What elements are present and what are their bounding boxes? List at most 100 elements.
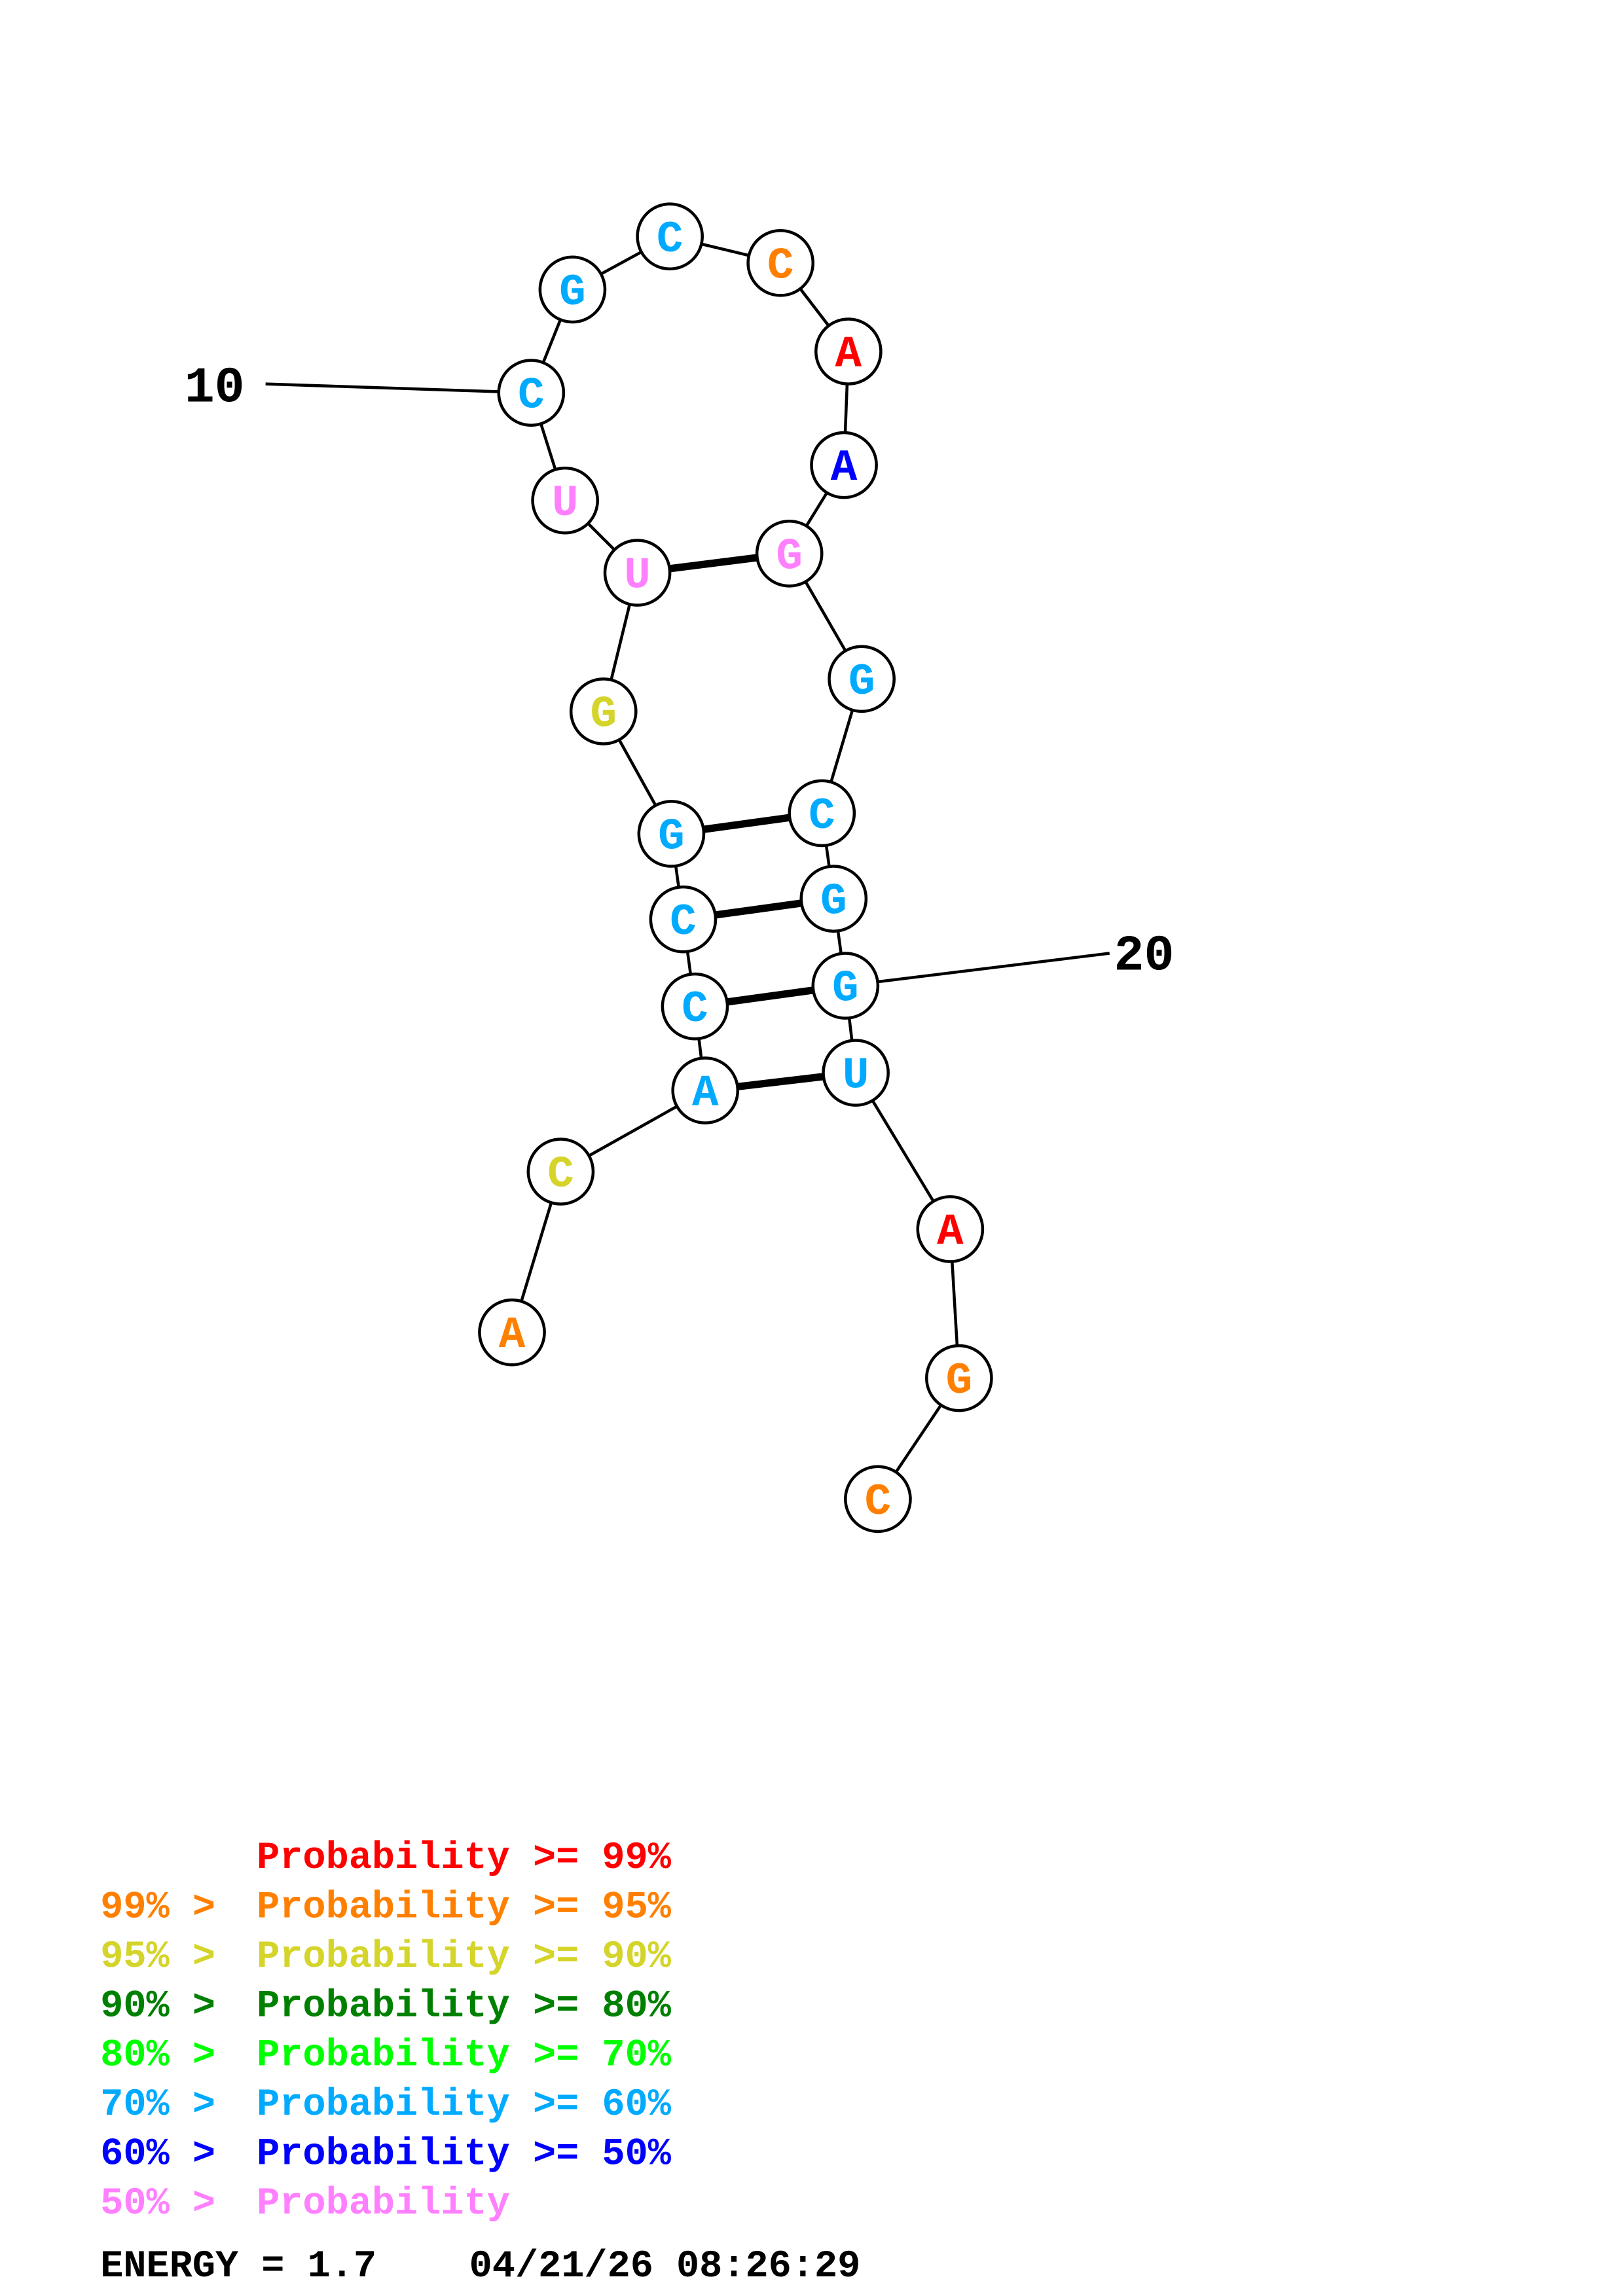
nucleotide: U (822, 1039, 890, 1107)
nucleotide: C (661, 972, 729, 1041)
legend-text: Probability >= 95% (257, 1885, 672, 1929)
legend-text: Probability >= 99% (257, 1836, 672, 1880)
backbone (510, 235, 961, 1500)
nucleotide: A (810, 431, 878, 499)
nucleotide-circle (755, 519, 824, 588)
nucleotide: U (603, 539, 672, 607)
probability-legend: Probability >= 99% 99% > Probability >= 9… (100, 1836, 671, 2225)
nucleotide-circle (531, 466, 599, 535)
nucleotide-circle (828, 645, 896, 713)
nucleotide-base: G (776, 532, 803, 582)
nucleotide-circle (497, 359, 566, 427)
nucleotide-base: A (831, 444, 858, 493)
nucleotide-base: C (518, 372, 545, 422)
nucleotide-base: C (670, 898, 697, 948)
nucleotide-circle (478, 1298, 546, 1367)
legend-prefix: 90% > (100, 1984, 238, 2028)
nucleotide-base: U (552, 479, 579, 529)
nucleotide-base: G (848, 658, 875, 708)
nucleotide: A (478, 1298, 546, 1367)
nucleotide-circle (822, 1039, 890, 1107)
nucleotide-circle (811, 952, 880, 1020)
nucleotide: G (811, 952, 880, 1020)
nucleotide: A (916, 1195, 985, 1263)
legend-prefix: 99% > (100, 1885, 238, 1929)
legend-prefix (100, 1836, 192, 1880)
energy-label: ENERGY = 1.7 (100, 2244, 376, 2288)
nucleotide: G (637, 800, 706, 868)
nucleotide: G (925, 1344, 993, 1412)
legend-row: 60% > Probability >= 50% (100, 2132, 671, 2176)
legend-prefix: 50% > (100, 2181, 238, 2225)
nucleotide-base: C (865, 1478, 892, 1528)
legend-prefix: 80% > (100, 2034, 238, 2077)
nucleotide-base: C (682, 985, 708, 1035)
legend-prefix: 95% > (100, 1935, 238, 1979)
legend-row: 95% > Probability >= 90% (100, 1935, 671, 1979)
nucleotide-circle (746, 228, 815, 297)
legend-text: Probability >= 70% (257, 2034, 672, 2077)
nucleotide-circle (925, 1344, 993, 1412)
nucleotide-base: A (937, 1208, 964, 1257)
nucleotide: C (636, 202, 704, 271)
position-label-line (845, 952, 1110, 988)
timestamp-label: 04/21/26 08:26:29 (469, 2244, 861, 2288)
legend-row: 50% > Probability (100, 2181, 510, 2225)
nucleotide: C (788, 779, 856, 848)
nucleotide-circle (661, 972, 729, 1041)
nucleotide-base: C (809, 792, 835, 842)
nucleotide-circle (637, 800, 706, 868)
position-label: 20 (1114, 928, 1174, 985)
legend-prefix: 70% > (100, 2083, 238, 2126)
nucleotide: G (799, 865, 868, 933)
legend-text: Probability >= 90% (257, 1935, 672, 1979)
legend-text: Probability >= 50% (257, 2132, 672, 2176)
nucleotide-base: G (820, 878, 847, 927)
nucleotide: U (531, 466, 599, 535)
nucleotide-base: G (559, 268, 586, 318)
legend-text: Probability (257, 2181, 510, 2225)
nucleotide-base: G (832, 965, 859, 1014)
nucleotide-base: U (624, 552, 651, 601)
nucleotide-base: G (590, 690, 617, 740)
nucleotide-circle (526, 1138, 595, 1206)
nucleotide-circle (569, 677, 638, 745)
nucleotide-base: G (946, 1357, 973, 1407)
nucleotide: G (828, 645, 896, 713)
legend-text: Probability >= 60% (257, 2083, 672, 2126)
nucleotide-base: A (499, 1311, 526, 1361)
nucleotide-base: C (767, 242, 794, 291)
legend-text: Probability >= 80% (257, 1984, 672, 2028)
position-label-line (265, 382, 532, 395)
nucleotide: C (497, 359, 566, 427)
nucleotide: A (814, 317, 883, 386)
nucleotide-base: C (657, 215, 684, 265)
nucleotide-circle (810, 431, 878, 499)
nucleotide-circle (916, 1195, 985, 1263)
legend-prefix: 60% > (100, 2132, 238, 2176)
nucleotide-circle (603, 539, 672, 607)
nucleotide-circle (799, 865, 868, 933)
nucleotide: C (746, 228, 815, 297)
nucleotide-circle (636, 202, 704, 271)
nucleotide-circle (814, 317, 883, 386)
nucleotide-circle (538, 255, 607, 324)
nucleotide-base: A (692, 1069, 719, 1119)
legend-row: 80% > Probability >= 70% (100, 2034, 671, 2077)
nucleotide-circle (649, 885, 718, 954)
legend-row: 90% > Probability >= 80% (100, 1984, 671, 2028)
nucleotide: G (755, 519, 824, 588)
legend-row: Probability >= 99% (100, 1836, 672, 1880)
legend-row: 70% > Probability >= 60% (100, 2083, 671, 2126)
nucleotide-circle (671, 1056, 740, 1124)
legend-row: 99% > Probability >= 95% (100, 1885, 671, 1929)
nucleotide-circle (788, 779, 856, 848)
nucleotide: C (844, 1465, 912, 1534)
nucleotide: G (538, 255, 607, 324)
nucleotide-circle (844, 1465, 912, 1534)
nucleotide: A (671, 1056, 740, 1124)
nucleotide-base: A (835, 331, 862, 380)
nucleotide: C (649, 885, 718, 954)
nucleotide-base: C (547, 1151, 574, 1200)
